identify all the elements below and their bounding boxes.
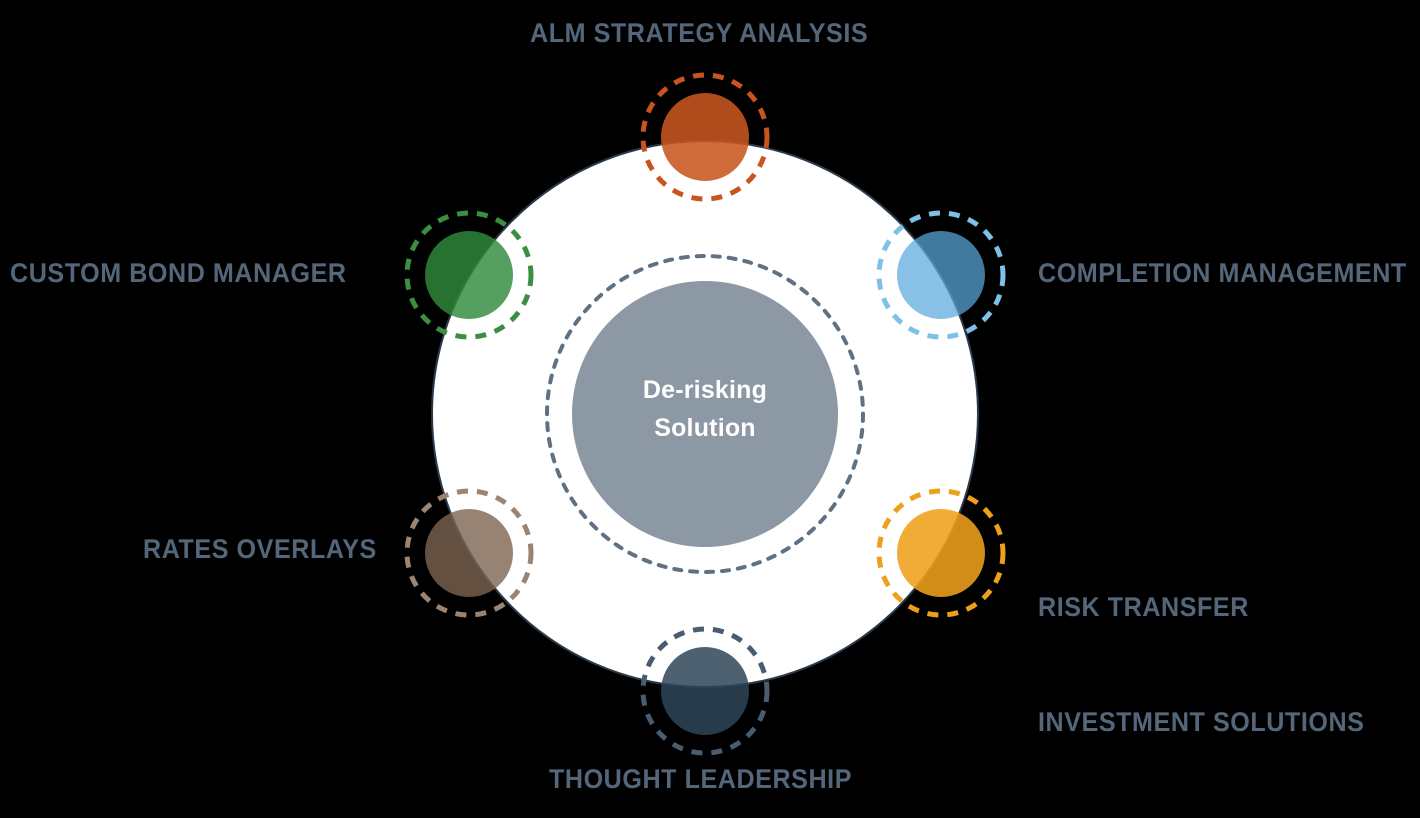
node-thought-leadership[interactable] bbox=[640, 626, 770, 756]
node-completion-management[interactable] bbox=[876, 210, 1006, 340]
label-risk-transfer-line-1: RISK TRANSFER bbox=[1038, 591, 1249, 622]
label-custom-bond-manager: CUSTOM BOND MANAGER bbox=[10, 258, 347, 288]
node-dot-orange bbox=[661, 93, 749, 181]
node-dashed-ring-taupe bbox=[404, 488, 534, 618]
node-dot-amber bbox=[897, 509, 985, 597]
node-dashed-ring-green bbox=[404, 210, 534, 340]
node-dashed-ring-slate bbox=[640, 626, 770, 756]
node-custom-bond-manager[interactable] bbox=[404, 210, 534, 340]
label-risk-transfer-line-2: INVESTMENT SOLUTIONS bbox=[1038, 706, 1365, 737]
node-dot-taupe bbox=[425, 509, 513, 597]
label-thought-leadership: THOUGHT LEADERSHIP bbox=[549, 764, 853, 794]
node-risk-transfer-investment-solutions[interactable] bbox=[876, 488, 1006, 618]
node-rates-overlays[interactable] bbox=[404, 488, 534, 618]
node-dashed-ring-amber bbox=[876, 488, 1006, 618]
node-dashed-ring-orange bbox=[640, 72, 770, 202]
hub-dashed-ring bbox=[545, 254, 865, 574]
node-dashed-ring-blue bbox=[876, 210, 1006, 340]
node-alm-strategy-analysis[interactable] bbox=[640, 72, 770, 202]
label-rates-overlays: RATES OVERLAYS bbox=[143, 534, 377, 564]
node-dot-slate bbox=[661, 647, 749, 735]
label-risk-transfer-investment-solutions: RISK TRANSFER INVESTMENT SOLUTIONS bbox=[1038, 511, 1364, 818]
node-dot-green bbox=[425, 231, 513, 319]
label-completion-management: COMPLETION MANAGEMENT bbox=[1038, 258, 1407, 288]
hub-circle bbox=[572, 281, 838, 547]
node-dot-blue bbox=[897, 231, 985, 319]
label-alm-strategy-analysis: ALM STRATEGY ANALYSIS bbox=[530, 18, 869, 48]
